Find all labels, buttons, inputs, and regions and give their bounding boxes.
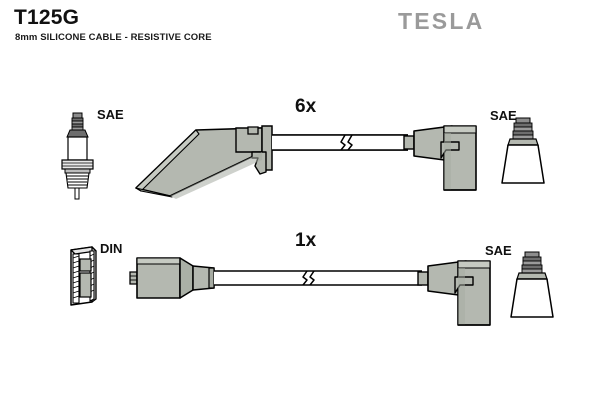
cable-bottom [214, 270, 422, 286]
part-description: 8mm SILICONE CABLE - RESISTIVE CORE [15, 32, 212, 43]
terminal-label-bottom-right: SAE [485, 243, 512, 258]
right-angle-boot-top [403, 125, 477, 191]
sae-boot-terminal-top [501, 117, 545, 184]
straight-coil-boot [129, 257, 215, 299]
spark-plug-icon [61, 112, 94, 200]
din-terminal-icon [70, 246, 97, 306]
right-angle-boot-bottom [417, 260, 491, 326]
cable-break-marker-top [340, 134, 353, 151]
sae-boot-terminal-bottom [510, 251, 554, 318]
cable-break-marker-bottom [302, 270, 315, 286]
brand-logo-tesla: TESLA [398, 8, 485, 34]
terminal-label-bottom-left: DIN [100, 241, 123, 256]
terminal-label-top-right: SAE [490, 108, 517, 123]
quantity-label-bottom: 1x [295, 230, 317, 251]
quantity-label-top: 6x [295, 96, 317, 117]
part-code: T125G [14, 6, 80, 29]
angled-spark-plug-boot-top [135, 125, 273, 199]
cable-top [272, 134, 408, 151]
terminal-label-top-left: SAE [97, 107, 124, 122]
